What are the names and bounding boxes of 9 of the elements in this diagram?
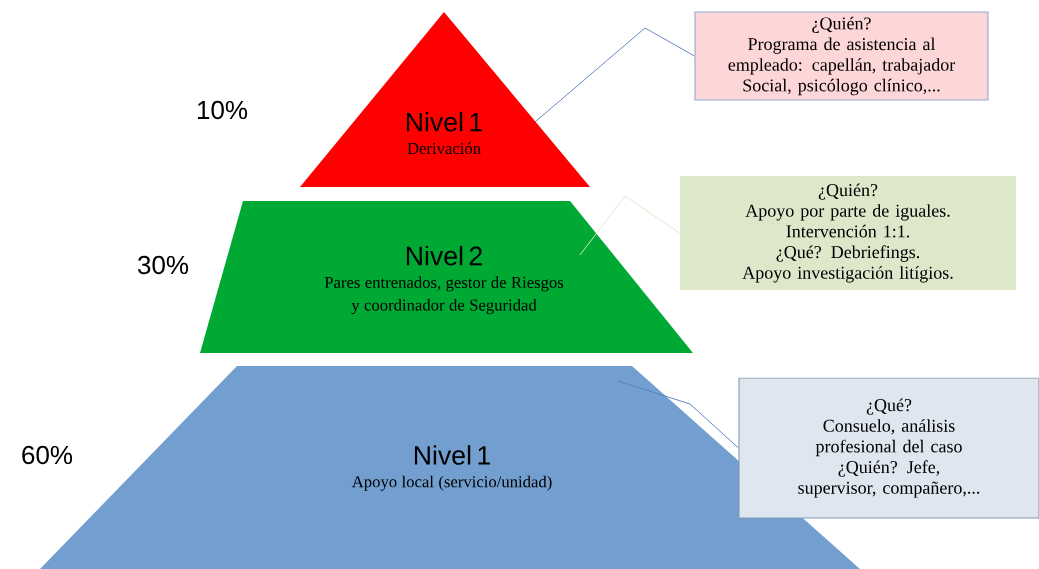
callout-box: ¿Qué? Consuelo, análisis profesional del caso ¿Quién? Jefe, supervisor, compañero,... [738,377,1039,519]
callout-box: ¿Quién? Apoyo por parte de iguales. Intervención 1:1. ¿Qué? Debriefings. Apoyo investigación litígios. [680,176,1016,290]
leader-line [579,195,681,256]
percentage-label: 10% [197,100,248,120]
leader-line [534,27,695,123]
percentage-label: 30% [137,255,189,275]
pyramid-tier: Nivel 1 Derivación [300,12,590,187]
callout-box: ¿Quién? Programa de asistencia al empleado: capellán, trabajador Social, psicólogo clínico,... [694,11,989,101]
pyramid-tier: Nivel 2 Pares entrenados, gestor de Riesgos y coordinador de Seguridad [200,201,693,353]
